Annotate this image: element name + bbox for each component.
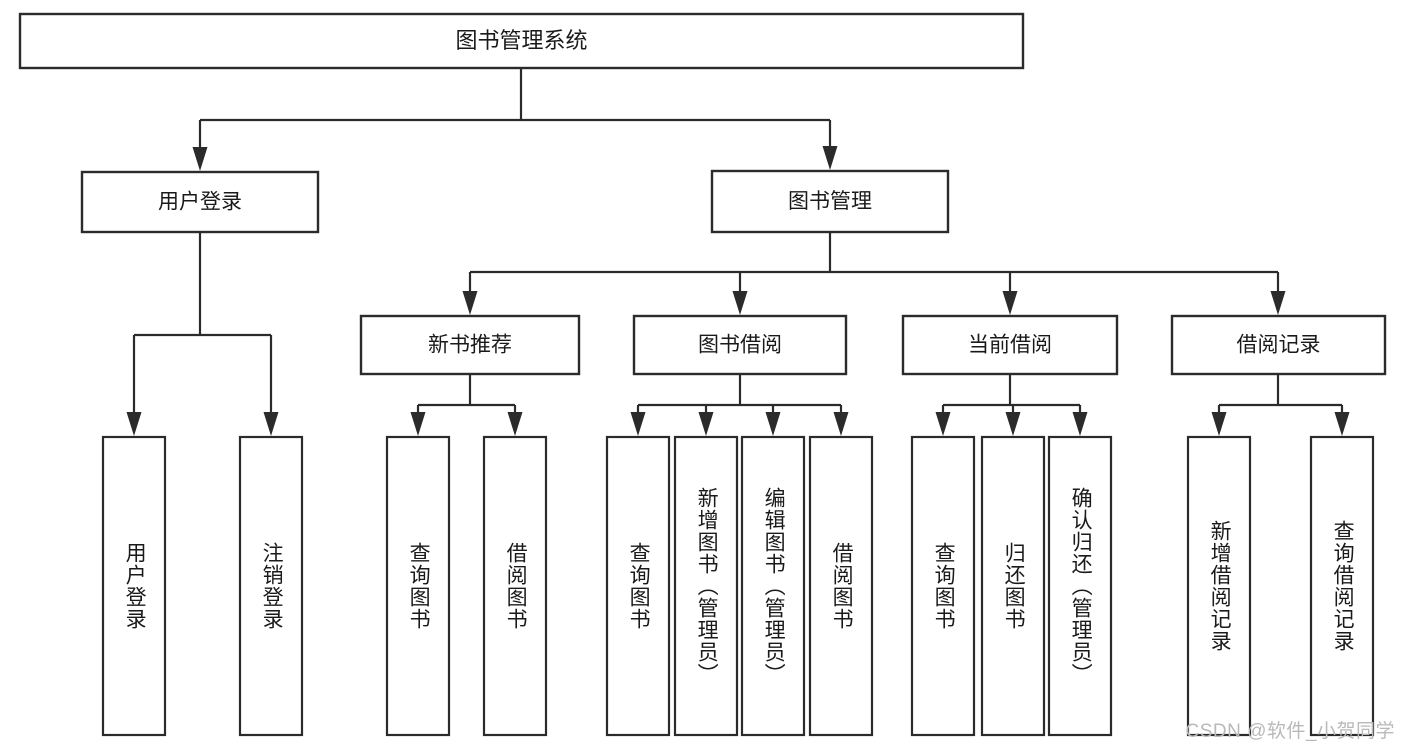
arrow-to-book-mgmt-head — [822, 146, 838, 170]
leaf-node-box-3[interactable] — [385, 435, 451, 737]
level2-node-box-2[interactable] — [710, 169, 950, 234]
arrow-to-leaf-10-head — [1005, 412, 1021, 436]
arrow-to-borrow-record-head — [1270, 291, 1286, 315]
level3-node-box-3[interactable] — [901, 314, 1119, 376]
leaf-node-box-9[interactable] — [910, 435, 976, 737]
leaf-node-box-11[interactable] — [1047, 435, 1113, 737]
arrow-to-leaf-6-head — [698, 412, 714, 436]
level3-node-label-3: 当前借阅 — [968, 334, 1052, 357]
leaf-node-box-1[interactable] — [101, 435, 167, 737]
leaf-node-box-6[interactable] — [673, 435, 739, 737]
leaf-node-box-5[interactable] — [605, 435, 671, 737]
root-node-label: 图书管理系统 — [455, 28, 587, 53]
arrow-to-leaf-12-head — [1211, 412, 1227, 436]
arrow-to-leaf-8-head — [833, 412, 849, 436]
arrow-to-current-borrow-head — [1002, 291, 1018, 315]
arrow-to-leaf-9-head — [935, 412, 951, 436]
arrow-to-leaf-5-head — [630, 412, 646, 436]
level3-node-box-1[interactable] — [359, 314, 581, 376]
level2-node-label-2: 图书管理 — [788, 190, 872, 213]
leaf-node-box-13[interactable] — [1309, 435, 1375, 737]
arrow-to-leaf-7-head — [765, 412, 781, 436]
level3-node-box-2[interactable] — [632, 314, 848, 376]
arrow-to-new-book-head — [462, 291, 478, 315]
leaf-node-box-12[interactable] — [1186, 435, 1252, 737]
level3-node-label-2: 图书借阅 — [698, 334, 782, 357]
arrow-to-leaf-2-head — [263, 412, 279, 436]
arrow-to-leaf-11-head — [1072, 412, 1088, 436]
leaf-node-box-8[interactable] — [808, 435, 874, 737]
arrow-to-leaf-4-head — [507, 412, 523, 436]
leaf-node-box-4[interactable] — [482, 435, 548, 737]
arrow-to-book-borrow-head — [732, 291, 748, 315]
watermark: CSDN @软件_小贺同学 — [1185, 721, 1395, 742]
leaf-node-box-2[interactable] — [238, 435, 304, 737]
arrow-to-user-login-head — [192, 147, 208, 171]
level3-node-label-1: 新书推荐 — [428, 334, 512, 357]
level3-node-label-4: 借阅记录 — [1237, 334, 1321, 357]
arrow-to-leaf-3-head — [410, 412, 426, 436]
arrow-to-leaf-13-head — [1334, 412, 1350, 436]
level2-node-label-1: 用户登录 — [158, 191, 242, 214]
level2-node-box-1[interactable] — [80, 170, 320, 234]
leaf-node-box-10[interactable] — [980, 435, 1046, 737]
leaf-node-box-7[interactable] — [740, 435, 806, 737]
arrow-to-leaf-1-head — [126, 412, 142, 436]
root-node-box[interactable] — [18, 12, 1025, 70]
level3-node-box-4[interactable] — [1170, 314, 1387, 376]
